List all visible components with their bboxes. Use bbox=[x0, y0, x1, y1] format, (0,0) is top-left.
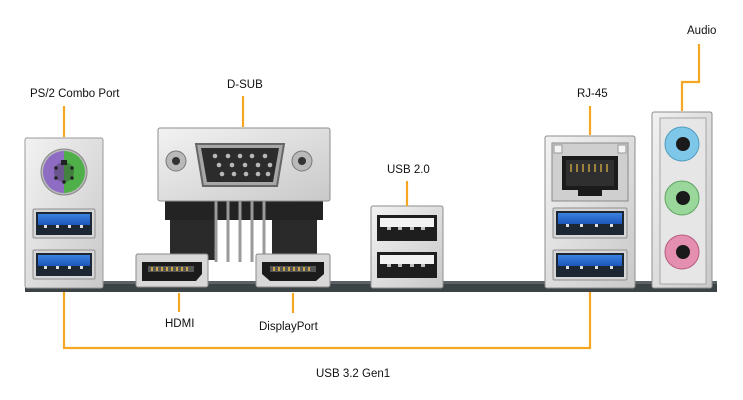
label-ps2: PS/2 Combo Port bbox=[30, 88, 120, 100]
usb32-port-left-1 bbox=[32, 208, 96, 239]
dsub-pins bbox=[214, 200, 266, 262]
dsub-port bbox=[157, 127, 331, 262]
audio-jack-line-in bbox=[664, 126, 700, 162]
label-displayport: DisplayPort bbox=[259, 321, 318, 333]
label-hdmi: HDMI bbox=[165, 318, 195, 330]
usb32-port-left-2 bbox=[32, 249, 96, 280]
leader-audio bbox=[680, 44, 701, 111]
usb32-port-right-2 bbox=[552, 249, 628, 281]
displayport-port-connector bbox=[255, 253, 331, 288]
usb32-port-right-1 bbox=[552, 207, 628, 239]
rj45-port bbox=[551, 142, 629, 202]
leader-usb32 bbox=[62, 292, 592, 350]
usb20-port-2 bbox=[377, 252, 437, 278]
usb20-port-1 bbox=[377, 215, 437, 241]
label-dsub: D-SUB bbox=[227, 79, 263, 91]
rj45-usb-stack bbox=[544, 135, 636, 289]
leader-lines bbox=[62, 44, 701, 350]
label-usb20: USB 2.0 bbox=[387, 164, 430, 176]
audio-jack-line-out bbox=[664, 180, 700, 216]
audio-jack-stack bbox=[651, 111, 713, 289]
label-audio: Audio bbox=[687, 25, 717, 37]
ps2-combo-port bbox=[40, 148, 88, 196]
label-usb32: USB 3.2 Gen1 bbox=[316, 368, 391, 380]
hdmi-port-connector bbox=[135, 253, 209, 288]
usb20-stack bbox=[370, 205, 444, 289]
ps2-usb-stack bbox=[24, 137, 104, 289]
label-rj45: RJ-45 bbox=[577, 88, 608, 100]
audio-jack-mic-in bbox=[664, 234, 700, 270]
